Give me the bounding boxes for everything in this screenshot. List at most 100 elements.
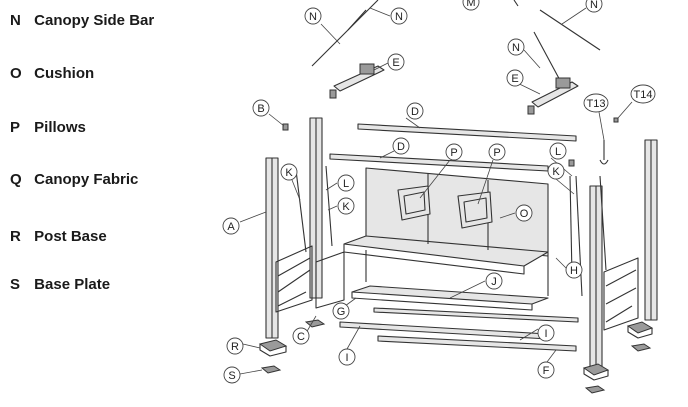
callout-p-right: P <box>488 143 506 161</box>
callout-t13: T13 <box>583 93 609 113</box>
callout-label: I <box>345 352 348 364</box>
post-left-front <box>265 157 279 339</box>
callout-label: D <box>397 141 405 153</box>
legend-key: Q <box>10 171 22 188</box>
callout-p-left: P <box>445 143 463 161</box>
callout-bubble <box>583 93 609 113</box>
base-plate-left <box>260 365 282 374</box>
callout-bubble <box>222 217 240 235</box>
legend-key: R <box>10 228 21 245</box>
hardware-nut-left <box>282 123 289 131</box>
callout-label: O <box>520 208 529 220</box>
callout-leaders <box>239 7 633 375</box>
legend-item-n: N Canopy Side Bar <box>10 12 154 29</box>
callout-bubble <box>515 204 533 222</box>
callout-label: B <box>257 103 264 115</box>
callout-n-top-left-2: N <box>390 7 408 25</box>
callout-s: S <box>223 366 241 384</box>
callout-j: J <box>485 272 503 290</box>
hardware-t14 <box>613 117 619 123</box>
callout-i-right: I <box>537 324 555 342</box>
callout-r: R <box>226 337 244 355</box>
callout-bubble <box>387 53 405 71</box>
callout-label: C <box>297 331 305 343</box>
callout-k-right: K <box>547 162 565 180</box>
callout-label: T14 <box>634 89 653 101</box>
callout-d-lower: D <box>392 137 410 155</box>
callout-bubble <box>280 163 298 181</box>
callout-a: A <box>222 217 240 235</box>
callout-f: F <box>537 361 555 379</box>
callout-label: H <box>570 265 578 277</box>
callout-label: N <box>512 42 520 54</box>
canopy-bracket-right <box>527 77 579 115</box>
callout-l-left: L <box>337 174 355 192</box>
callout-label: K <box>342 201 350 213</box>
post-base-right-front <box>582 363 610 381</box>
callout-label: D <box>411 106 419 118</box>
legend-label: Cushion <box>34 65 95 82</box>
callout-bubble <box>406 102 424 120</box>
legend-label: Canopy Side Bar <box>34 12 155 29</box>
seat-frame <box>351 250 549 311</box>
callout-bubble <box>462 0 480 11</box>
callout-d-upper: D <box>406 102 424 120</box>
post-right-front <box>589 185 603 367</box>
callout-label: E <box>511 73 518 85</box>
callout-l-right: L <box>549 142 567 160</box>
side-frame-right <box>603 257 639 331</box>
callout-b: B <box>252 99 270 117</box>
legend-key: S <box>10 276 21 293</box>
callout-n-top-right-2: N <box>507 38 525 56</box>
canopy-bracket-left <box>329 63 385 99</box>
callout-bubble <box>507 38 525 56</box>
legend-item-q: Q Canopy Fabric <box>10 171 138 188</box>
callout-bubble <box>226 337 244 355</box>
legend-item-s: S Base Plate <box>10 276 110 293</box>
callout-label: P <box>450 147 457 159</box>
callout-label: F <box>543 365 550 377</box>
callout-o: O <box>515 204 533 222</box>
canopy-side-bar-right <box>513 0 601 85</box>
legend-label: Base Plate <box>34 276 111 293</box>
callout-bubble <box>292 327 310 345</box>
callout-label: K <box>552 166 560 178</box>
callout-bubble <box>547 162 565 180</box>
callout-g: G <box>332 302 350 320</box>
callout-bubble <box>445 143 463 161</box>
callout-bubble <box>485 272 503 290</box>
callout-label: J <box>491 276 497 288</box>
callout-label: E <box>392 57 399 69</box>
callout-e-right: E <box>506 69 524 87</box>
base-plate-right-rear <box>630 343 652 352</box>
callout-bubble <box>565 261 583 279</box>
callout-label: L <box>555 146 561 158</box>
hardware-nut-right <box>568 159 575 167</box>
callout-label: M <box>466 0 475 9</box>
callout-label: A <box>227 221 235 233</box>
legend-label: Pillows <box>34 119 86 136</box>
post-base-left <box>258 339 288 357</box>
canopy-side-bar-left <box>311 0 379 67</box>
callout-label: N <box>590 0 598 11</box>
callout-c: C <box>292 327 310 345</box>
callout-n-top-right-1: N <box>585 0 603 13</box>
callout-bubble <box>223 366 241 384</box>
legend-label: Canopy Fabric <box>34 171 139 188</box>
floor-rail-i <box>339 321 549 340</box>
top-cross-bar-upper <box>357 123 577 142</box>
legend-label: Post Base <box>34 228 107 245</box>
callout-m-top: M <box>462 0 480 11</box>
callout-k-left-1: K <box>280 163 298 181</box>
base-plate-right-front <box>584 385 606 394</box>
callout-label: K <box>285 167 293 179</box>
callout-label: N <box>309 11 317 23</box>
swing-seat-cushion <box>343 167 549 275</box>
callout-h: H <box>565 261 583 279</box>
swing-hanger-left <box>315 251 345 309</box>
callout-bubble <box>585 0 603 13</box>
post-right-rear <box>644 139 658 321</box>
callout-bubble <box>537 361 555 379</box>
callout-k-left-2: K <box>337 197 355 215</box>
